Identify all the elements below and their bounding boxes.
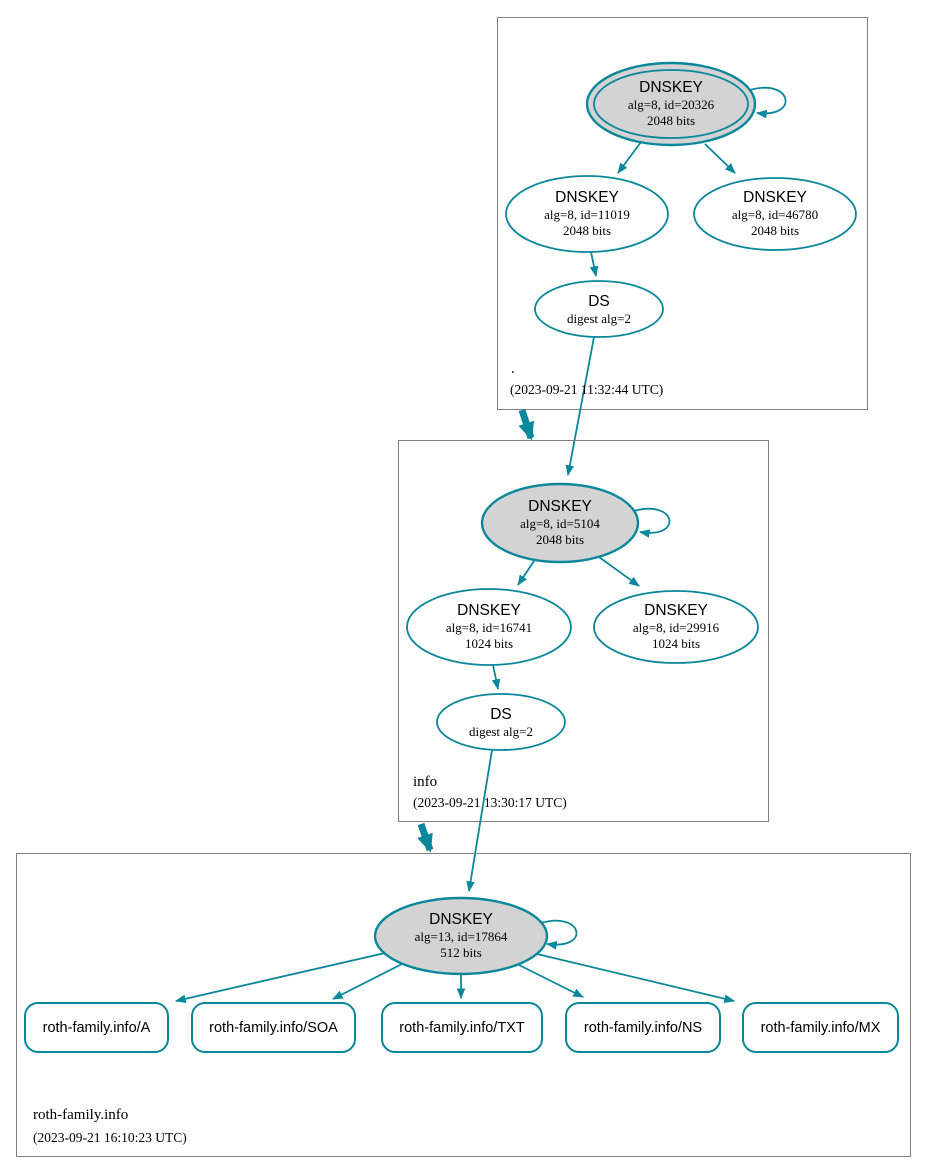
root-ksk-bits: 2048 bits (647, 113, 695, 128)
rrset-soa-box[interactable] (191, 1002, 356, 1053)
node-root-zsk-left[interactable]: DNSKEY alg=8, id=11019 2048 bits (505, 175, 669, 253)
info-zsk-right-alg: alg=8, id=29916 (633, 620, 720, 635)
rrset-node-soa[interactable]: roth-family.info/SOA (191, 1002, 356, 1053)
root-ds-digest: digest alg=2 (567, 311, 631, 326)
zone-roth-family-group: DNSKEY alg=13, id=17864 512 bits roth-fa… (16, 853, 911, 1157)
zone-root-group: DNSKEY alg=8, id=20326 2048 bits DNSKEY … (497, 17, 868, 477)
root-zsk-left-bits: 2048 bits (563, 223, 611, 238)
zone-info-group: DNSKEY alg=8, id=5104 2048 bits DNSKEY a… (398, 440, 769, 893)
info-ksk-ellipse[interactable] (480, 482, 640, 564)
info-zsk-right-bits: 1024 bits (652, 636, 700, 651)
rrset-ns-label: roth-family.info/NS (584, 1020, 702, 1036)
edge-root-ds-to-info-ksk (565, 336, 595, 477)
zone-label-roth-family: roth-family.info (33, 1107, 128, 1123)
delegation-arrow-info-to-roth (417, 822, 434, 853)
node-info-zsk-left[interactable]: DNSKEY alg=8, id=16741 1024 bits (406, 588, 572, 666)
zone-timestamp-root: (2023-09-21 11:32:44 UTC) (510, 382, 663, 397)
rrset-a-box[interactable] (24, 1002, 169, 1053)
rrset-a-label: roth-family.info/A (43, 1020, 151, 1036)
info-ds-title: DS (490, 706, 512, 723)
edge-root-ksk-to-zsk-right (704, 143, 736, 174)
root-zsk-left-ellipse[interactable] (505, 175, 669, 253)
root-ds-title: DS (588, 293, 610, 310)
info-ksk-title: DNSKEY (528, 498, 592, 515)
info-zsk-left-alg: alg=8, id=16741 (446, 620, 532, 635)
edge-roth-ksk-to-rrset-mx (536, 953, 736, 1003)
zone-timestamp-info: (2023-09-21 13:30:17 UTC) (413, 795, 567, 810)
rrset-node-a[interactable]: roth-family.info/A (24, 1002, 169, 1053)
root-zsk-right-alg: alg=8, id=46780 (732, 207, 818, 222)
node-root-ksk[interactable]: DNSKEY alg=8, id=20326 2048 bits (585, 61, 757, 147)
delegation-arrow-root-to-info (518, 408, 535, 441)
rrset-node-ns[interactable]: roth-family.info/NS (565, 1002, 721, 1053)
edge-info-ksk-to-zsk-left (517, 557, 537, 586)
node-roth-ksk[interactable]: DNSKEY alg=13, id=17864 512 bits (373, 896, 549, 976)
roth-ksk-alg: alg=13, id=17864 (415, 929, 508, 944)
info-ksk-alg: alg=8, id=5104 (520, 516, 600, 531)
edge-info-ds-to-roth-ksk (466, 749, 493, 893)
info-zsk-right-ellipse[interactable] (593, 590, 759, 664)
self-sign-loop-info-ksk (633, 507, 671, 538)
zone-box-roth-family (16, 853, 911, 1157)
root-zsk-left-alg: alg=8, id=11019 (544, 207, 630, 222)
root-ds-ellipse[interactable] (534, 280, 664, 338)
edge-roth-ksk-to-rrset-a (174, 952, 386, 1004)
info-zsk-right-title: DNSKEY (644, 602, 708, 619)
rrset-txt-box[interactable] (381, 1002, 543, 1053)
node-info-ksk[interactable]: DNSKEY alg=8, id=5104 2048 bits (480, 482, 640, 564)
zone-timestamp-roth-family: (2023-09-21 16:10:23 UTC) (33, 1130, 187, 1145)
root-zsk-right-ellipse[interactable] (693, 177, 857, 251)
zone-label-root: . (511, 361, 515, 377)
edge-root-zsk-to-ds (589, 251, 599, 278)
node-info-zsk-right[interactable]: DNSKEY alg=8, id=29916 1024 bits (593, 590, 759, 664)
rrset-node-mx[interactable]: roth-family.info/MX (742, 1002, 899, 1053)
edge-info-zsk-to-ds (491, 664, 501, 691)
node-root-ds[interactable]: DS digest alg=2 (534, 280, 664, 338)
edge-root-ksk-to-zsk-left (617, 141, 642, 174)
zone-box-info (398, 440, 769, 822)
rrset-mx-label: roth-family.info/MX (761, 1020, 881, 1036)
rrset-node-txt[interactable]: roth-family.info/TXT (381, 1002, 543, 1053)
node-root-zsk-right[interactable]: DNSKEY alg=8, id=46780 2048 bits (693, 177, 857, 251)
info-ds-digest: digest alg=2 (469, 724, 533, 739)
self-sign-loop-root-ksk (749, 86, 787, 119)
zone-label-info: info (413, 774, 437, 790)
rrset-ns-box[interactable] (565, 1002, 721, 1053)
root-zsk-left-title: DNSKEY (555, 189, 619, 206)
info-zsk-left-bits: 1024 bits (465, 636, 513, 651)
roth-ksk-bits: 512 bits (440, 945, 482, 960)
info-zsk-left-ellipse[interactable] (406, 588, 572, 666)
rrset-mx-box[interactable] (742, 1002, 899, 1053)
edge-info-ksk-to-zsk-right (598, 556, 640, 587)
root-ksk-title: DNSKEY (639, 79, 703, 96)
edge-roth-ksk-to-rrset-ns (516, 963, 584, 998)
edge-roth-ksk-to-rrset-soa (332, 962, 405, 1000)
root-ksk-ellipse[interactable] (585, 61, 757, 147)
rrset-soa-label: roth-family.info/SOA (209, 1020, 338, 1036)
rrset-txt-label: roth-family.info/TXT (399, 1020, 525, 1036)
root-ksk-inner-ring (593, 69, 749, 139)
info-ds-ellipse[interactable] (436, 693, 566, 751)
zone-box-root (497, 17, 868, 410)
root-ksk-alg: alg=8, id=20326 (628, 97, 715, 112)
self-sign-loop-roth-ksk (540, 919, 578, 950)
info-zsk-left-title: DNSKEY (457, 602, 521, 619)
roth-ksk-ellipse[interactable] (373, 896, 549, 976)
root-zsk-right-bits: 2048 bits (751, 223, 799, 238)
info-ksk-bits: 2048 bits (536, 532, 584, 547)
node-info-ds[interactable]: DS digest alg=2 (436, 693, 566, 751)
roth-ksk-title: DNSKEY (429, 911, 493, 928)
root-zsk-right-title: DNSKEY (743, 189, 807, 206)
